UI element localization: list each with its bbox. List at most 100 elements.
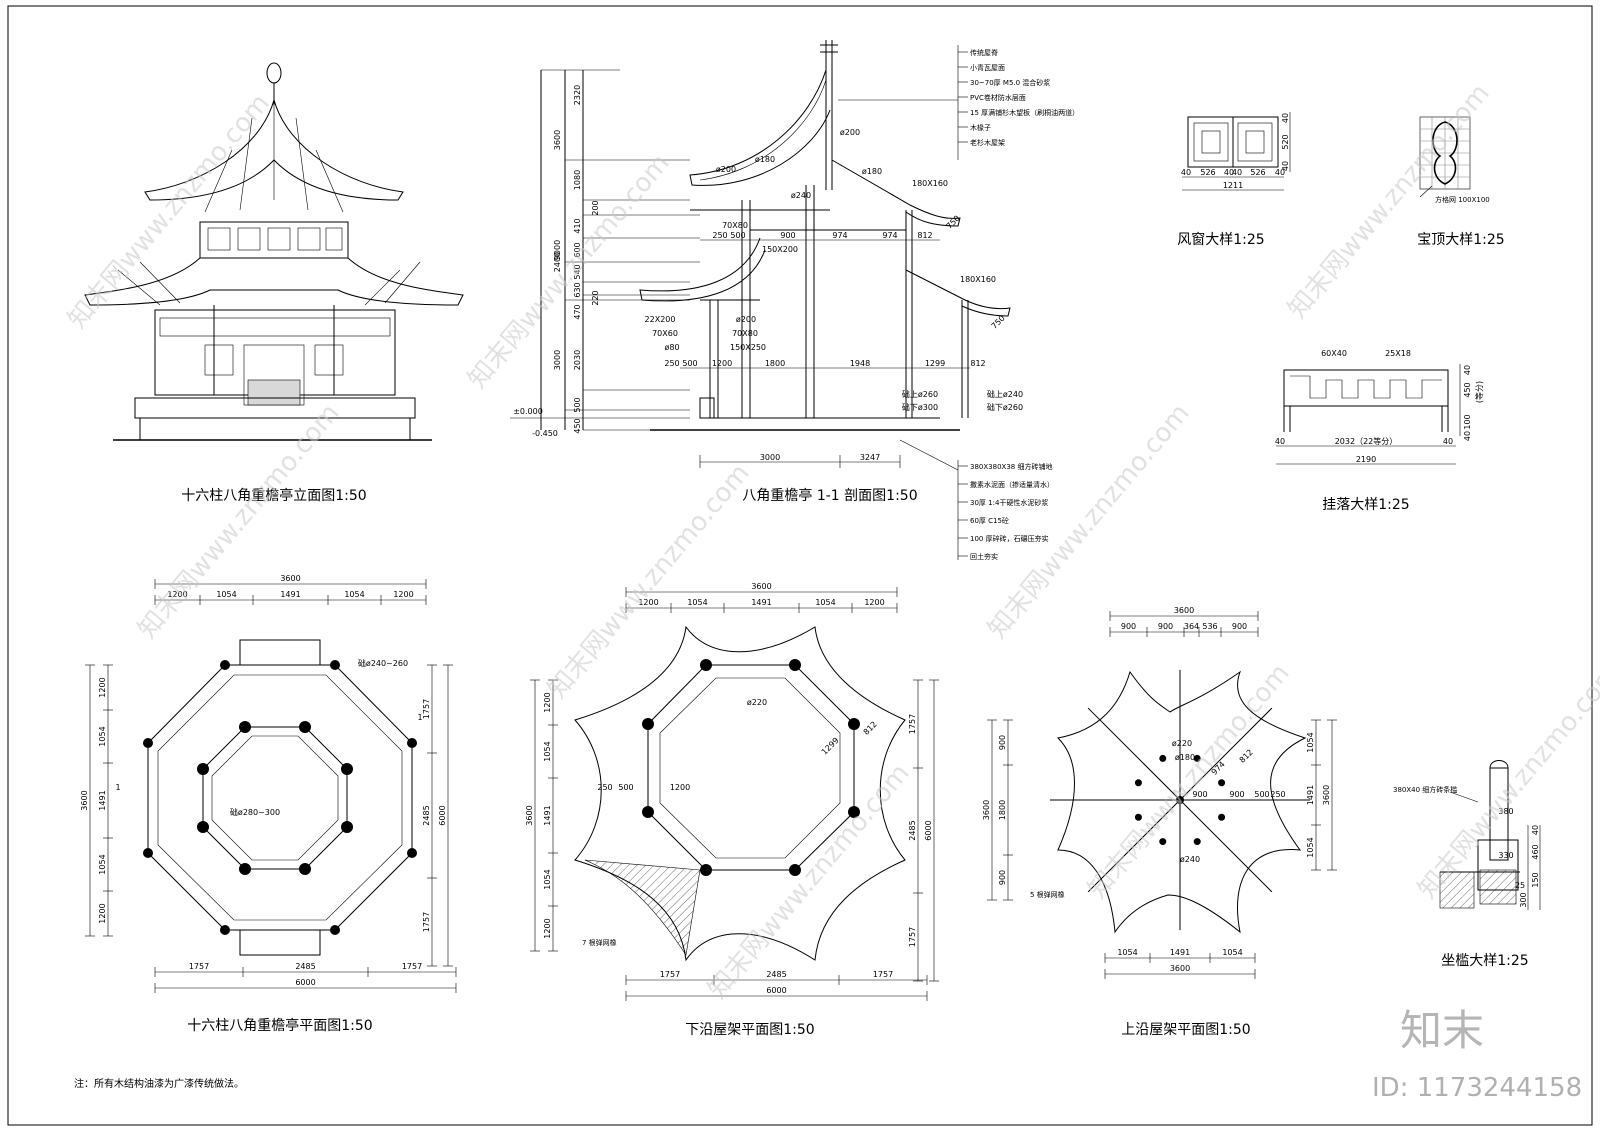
dimension-label: 1054: [543, 869, 552, 889]
dimension-label: 630: [573, 282, 582, 297]
floor-plan-title: 十六柱八角重檐亭平面图1:50: [187, 1017, 372, 1034]
member-label: 150X250: [730, 343, 766, 352]
sheet-border: [7, 5, 1593, 1126]
column-dot: [1134, 813, 1142, 821]
dimension-label: 250: [1270, 790, 1285, 799]
brand-logo: 知末: [1400, 1006, 1484, 1055]
dimension-label: 526: [1250, 168, 1265, 177]
column-dot: [1159, 838, 1167, 846]
watermark-text: 知末网www.znzmo.com: [1412, 658, 1600, 904]
section-title: 八角重檐亭 1-1 剖面图1:50: [742, 487, 917, 504]
floor-layer-label: 撒素水泥面（掺适量清水）: [970, 480, 1054, 489]
elevation-drawing: [84, 62, 464, 441]
dimension-label: 450: [1463, 382, 1472, 397]
finial-drawing: [1419, 116, 1471, 198]
dimension-label: 1491: [1306, 785, 1315, 805]
dimension-label: 1054: [98, 854, 107, 874]
dimension-label: 250: [597, 783, 612, 792]
dimension-label: 500: [618, 783, 633, 792]
dimension-label: 25: [1515, 881, 1525, 890]
dimension-label: 1491: [751, 598, 771, 607]
member-label: ø180: [862, 167, 882, 176]
dimension-label: 3600: [280, 574, 300, 583]
dimension-label: 1491: [1170, 948, 1190, 957]
column-label: 础下ø300: [902, 402, 938, 412]
watermark-text: 知末网www.znzmo.com: [1082, 658, 1295, 904]
dimension-label: 40: [1232, 168, 1242, 177]
dimension-label: 1080: [573, 170, 582, 190]
dimension-label: 1200: [712, 359, 732, 368]
dimension-label: 1757: [402, 962, 422, 971]
dimension-label: 1200: [98, 677, 107, 697]
column-dot: [407, 848, 417, 858]
dimension-label: 450: [573, 418, 582, 433]
roof-layer-label: PVC卷材防水层面: [970, 93, 1026, 102]
member-label: ø180: [755, 155, 775, 164]
column-dot: [330, 660, 340, 670]
dimension-label: 364: [1184, 622, 1199, 631]
dimension-label: 1757: [873, 970, 893, 979]
dimension-label: 9000: [553, 240, 562, 260]
dimension-label: 1200: [393, 590, 413, 599]
watermark-text: 知末网www.znzmo.com: [62, 88, 275, 334]
seat-drawing: [1439, 760, 1541, 910]
dimension-label: 1200: [167, 590, 187, 599]
member-label: 70X60: [652, 329, 678, 338]
watermark-text: 知末网www.znzmo.com: [982, 398, 1195, 644]
roof-layer-label: 15 厚满铺杉木望板（刷桐油两道）: [970, 108, 1079, 117]
dimension-label: 1491: [280, 590, 300, 599]
column-dot: [407, 738, 417, 748]
dimension-label: 1200: [543, 692, 552, 712]
dimension-label: 40: [1463, 431, 1472, 441]
column-dot: [642, 806, 654, 818]
dimension-label: 60X40: [1321, 349, 1347, 358]
roof-layer-label: 30~70厚 M5.0 混合砂浆: [970, 78, 1050, 87]
dimension-label: 1757: [422, 912, 431, 932]
member-label: 180X160: [960, 275, 996, 284]
dimension-label: 250: [712, 231, 727, 240]
roof-layer-label: 小青瓦屋面: [970, 63, 1005, 72]
dimension-label: 1054: [344, 590, 364, 599]
dimension-label: 40: [1181, 168, 1191, 177]
dimension-label: 3600: [525, 805, 534, 825]
member-label: 180X160: [912, 179, 948, 188]
column-dot: [299, 863, 311, 875]
dimension-label: 2400: [553, 252, 562, 272]
dimension-label: 500: [573, 397, 582, 412]
dimension-label: 1757: [422, 699, 431, 719]
column-label: 础上ø240: [987, 389, 1023, 399]
level-mark: ±0.000: [513, 407, 543, 416]
dimension-label: 1200: [543, 918, 552, 938]
dimension-label: 900: [1229, 790, 1244, 799]
dimension-label: 6000: [295, 978, 315, 987]
dimension-label: 40: [1463, 365, 1472, 375]
dimension-label: 330: [1498, 851, 1513, 860]
member-label: ø80: [664, 343, 679, 352]
column-dot: [1176, 796, 1184, 804]
dimension-label: 1757: [660, 970, 680, 979]
dimension-label: 1800: [765, 359, 785, 368]
watermark-text: 知末网www.znzmo.com: [132, 398, 345, 644]
roof-layer-label: 传统屋脊: [970, 48, 998, 57]
dimension-label: 1948: [850, 359, 870, 368]
dimension-label: 900: [1232, 622, 1247, 631]
dimension-label: 2485: [295, 962, 315, 971]
dimension-label: 3600: [80, 790, 89, 810]
floor-layer-label: 30厚 1:4干硬性水泥砂浆: [970, 498, 1048, 507]
dimension-label: 3000: [760, 453, 780, 462]
dimension-label: 1200: [98, 903, 107, 923]
dimension-label: 40: [1275, 168, 1285, 177]
column-dot: [1218, 779, 1226, 787]
dimension-label: 1054: [98, 726, 107, 746]
member-label: 812: [1238, 748, 1255, 765]
member-label: ø180: [1175, 753, 1195, 762]
dimension-label: 380: [1498, 807, 1513, 816]
dimension-label: 536: [1202, 622, 1217, 631]
column-dot: [1159, 754, 1167, 762]
member-label: ø240: [791, 191, 811, 200]
upper-roof-title: 上沿屋架平面图1:50: [1121, 1022, 1250, 1038]
